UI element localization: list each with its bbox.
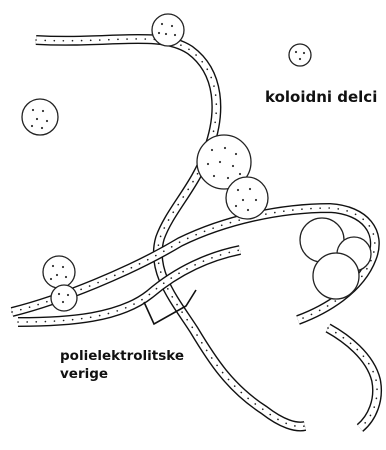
colloid-particles-label: koloidni delci [265, 88, 377, 106]
colloid-particle [289, 44, 311, 66]
chains-label-line1: polielektrolitske [60, 348, 184, 364]
colloid-particle [152, 14, 184, 46]
polyelectrolyte-chains-label: polielektrolitske verige [60, 347, 210, 383]
colloid-particle [226, 177, 268, 219]
colloid-particle-cluster [300, 218, 371, 299]
colloid-particle [51, 285, 77, 311]
colloid-particle [43, 256, 75, 288]
polyelectrolyte-chain [328, 328, 377, 428]
colloid-particle [22, 99, 58, 135]
chains-label-line2: verige [60, 366, 108, 382]
